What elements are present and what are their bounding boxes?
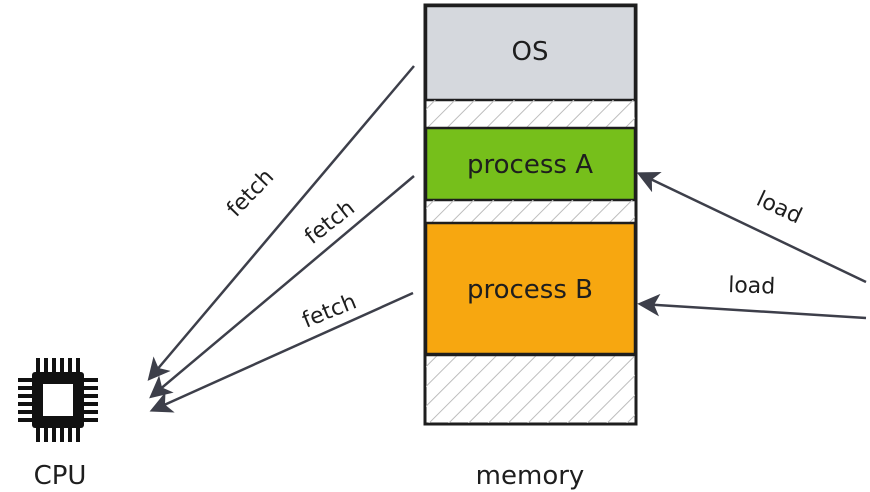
fetch-arrows: [147, 65, 415, 413]
process-b-label: process B: [467, 275, 593, 305]
process-b-segment: [424, 221, 637, 356]
load-arrow-2: [637, 293, 867, 320]
fetch-arrow-2: [149, 175, 415, 399]
free-space-1: [426, 100, 635, 128]
free-space-2: [426, 200, 635, 223]
memory-caption: memory: [476, 461, 585, 491]
os-label: OS: [512, 37, 549, 67]
load-arrow-1: [636, 171, 867, 284]
fetch-label-2: fetch: [300, 196, 359, 250]
fetch-label-1: fetch: [222, 165, 279, 223]
memory-column: OS process A process B memory: [423, 3, 638, 491]
cpu-caption: CPU: [34, 461, 87, 491]
fetch-label-3: fetch: [299, 289, 360, 333]
fetch-arrow-1: [147, 65, 415, 381]
os-segment: [424, 4, 637, 102]
cpu-chip-icon: [18, 358, 98, 442]
free-space-3: [426, 356, 635, 423]
load-label-1: load: [752, 187, 805, 230]
load-arrows: [636, 171, 867, 320]
fetch-arrow-3: [149, 291, 414, 413]
load-label-2: load: [728, 273, 776, 300]
process-a-label: process A: [467, 150, 593, 180]
